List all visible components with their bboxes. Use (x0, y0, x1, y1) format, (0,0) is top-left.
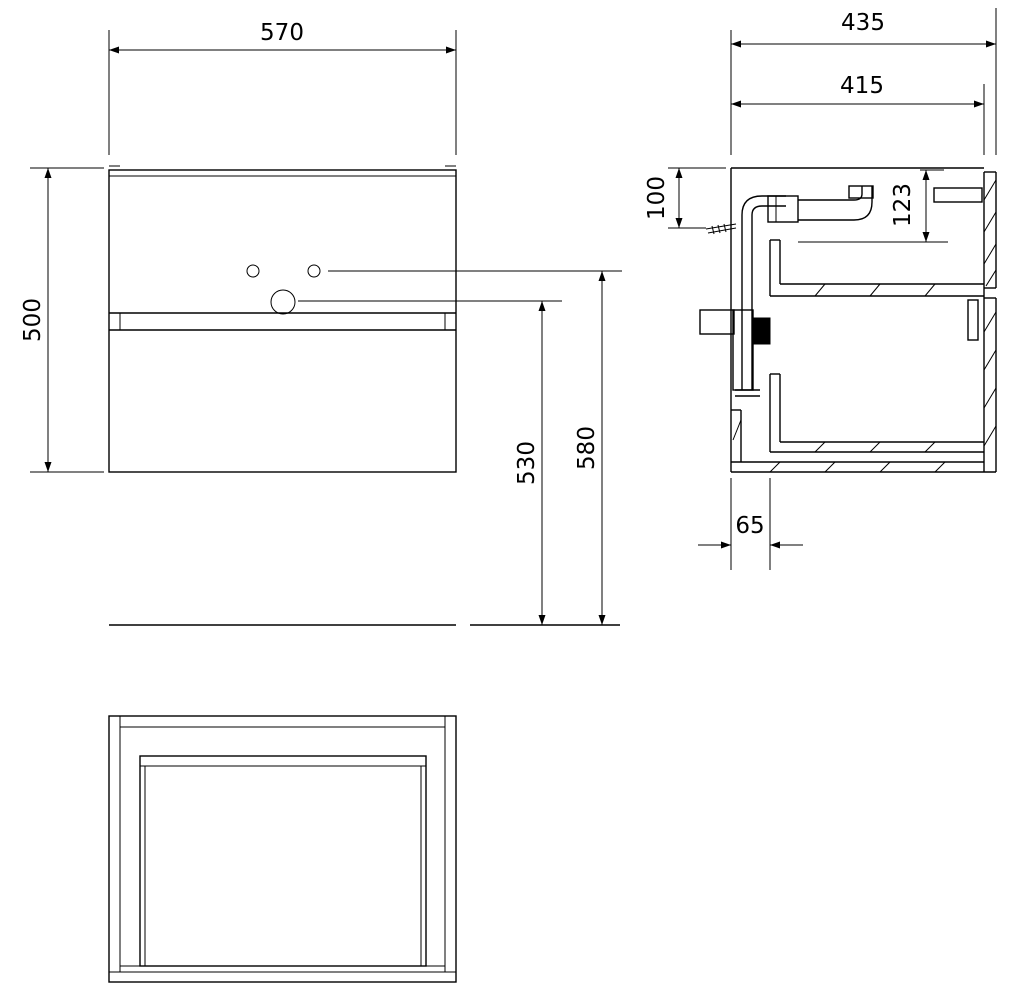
wall-screw (705, 223, 737, 235)
supply-hole-left (246, 264, 260, 278)
dimension-415: 415 (731, 73, 985, 155)
dimension-435: 435 (730, 8, 997, 155)
dim-label-drain-height: 530 (514, 441, 540, 485)
supply-hole-right (307, 264, 321, 278)
dim-label-front-width: 570 (260, 20, 304, 46)
dimension-65: 65 (698, 478, 803, 570)
cabinet-outline (108, 169, 457, 473)
dimension-570: 570 (108, 20, 457, 155)
plan-outline (108, 715, 457, 983)
waste-pipe (699, 185, 874, 397)
dim-label-supply-height: 580 (574, 426, 600, 470)
drawer-handle (967, 299, 979, 341)
dim-label-top-gap: 100 (644, 176, 670, 220)
tap-body (933, 187, 983, 203)
side-view (699, 167, 997, 473)
dimension-100: 100 (644, 167, 726, 229)
dim-label-wall-offset: 65 (735, 513, 764, 539)
front-view (108, 165, 622, 626)
plan-view (108, 715, 457, 983)
dimension-123: 123 (890, 169, 944, 242)
drawer-box (139, 755, 427, 967)
dimension-580: 580 (574, 271, 606, 625)
dim-label-side-depth-total: 435 (841, 10, 885, 36)
drain-hole (270, 289, 296, 315)
dimension-500: 500 (20, 167, 104, 473)
dim-label-pipe-offset: 123 (890, 183, 916, 227)
dimension-530: 530 (514, 301, 546, 625)
dim-label-side-depth-inner: 415 (840, 73, 884, 99)
dim-label-front-height: 500 (20, 298, 46, 342)
